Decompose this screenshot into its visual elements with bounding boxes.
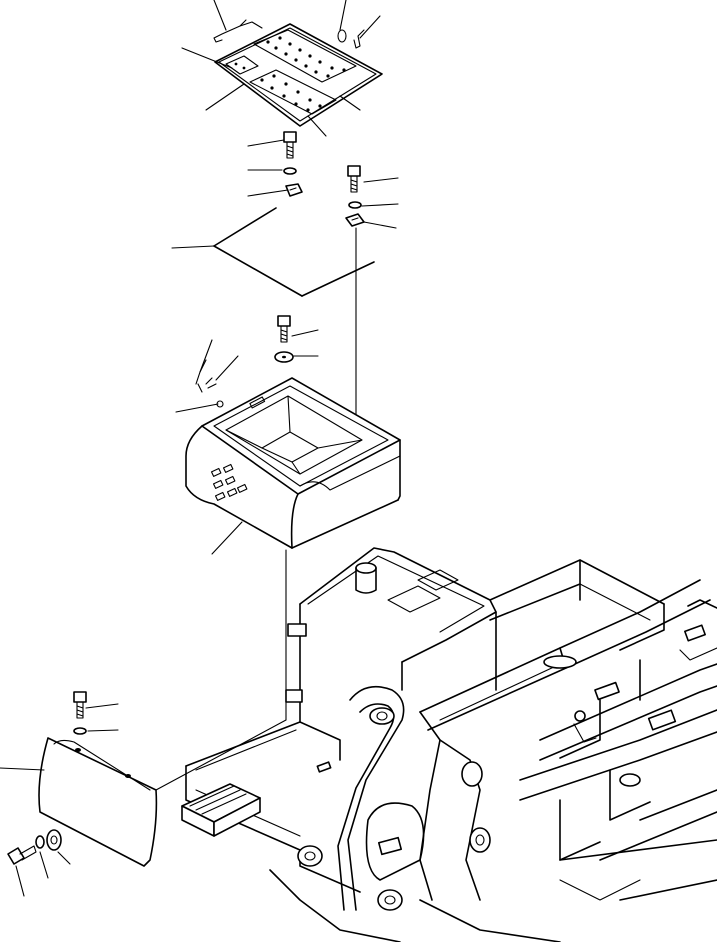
top-cover-plate [214,23,383,127]
washer [73,727,87,735]
leader-lines [0,0,399,897]
bolt [73,691,87,719]
perforation-holes [234,36,346,112]
vent-grille [210,463,248,501]
ring-and-hook [337,29,365,49]
bolt [347,165,361,193]
spacer [46,829,62,851]
side-cover [38,719,287,867]
bolt [277,315,291,343]
clip-nut [345,213,365,227]
seal-gasket [213,207,375,297]
revolving-frame [181,547,717,942]
hinge-pin [213,19,263,43]
washer [348,201,362,209]
clamp-wire [195,359,224,408]
washer [274,351,294,363]
washer [35,835,45,849]
bolt [7,845,37,865]
storage-box [185,377,401,549]
clip-nut [285,183,303,197]
washer [283,167,297,175]
bolt [283,131,297,159]
